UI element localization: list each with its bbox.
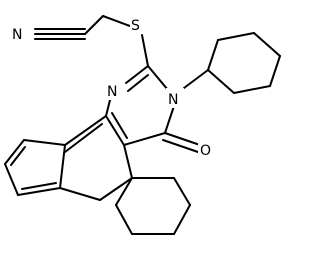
- bond-sp2-sp3: [173, 177, 191, 206]
- atom-n1: N: [107, 84, 117, 100]
- bond-c4-o: [164, 132, 201, 146]
- bond-c4-c4a: [123, 132, 166, 146]
- bond-c4a-c10b-double: [111, 112, 128, 139]
- atom-o: O: [200, 143, 211, 159]
- bond-sp6-sp1: [115, 177, 133, 206]
- label-bg-n-nitrile: [10, 25, 24, 43]
- bond-cy2-cy3: [217, 32, 255, 41]
- bond-bz1-bz2-a: [23, 139, 66, 146]
- structure-svg: N S N N O: [4, 14, 281, 235]
- molecule-drawing: N S N N O: [4, 14, 281, 235]
- label-bg-n3: [166, 88, 184, 108]
- bond-cy1-cy2: [207, 39, 219, 71]
- bond-bz1-bz2: [64, 115, 107, 146]
- bond-n3-cy: [183, 69, 209, 89]
- bond-bz-a-b-inner: [10, 146, 26, 166]
- bond-c2-n3: [147, 65, 169, 91]
- bond-sp3-sp4: [173, 204, 191, 235]
- atom-labels: N S N N O: [10, 14, 216, 159]
- bond-n3-c4: [164, 105, 175, 134]
- label-bg-s: [130, 14, 144, 34]
- bond-sp5-sp6: [115, 204, 133, 235]
- bond-s-c2: [141, 34, 149, 67]
- bond-ch2-spiro: [99, 177, 133, 201]
- bond-bz-ch2: [59, 187, 101, 201]
- label-bg-o: [198, 139, 216, 159]
- label-bg-n1: [105, 80, 121, 100]
- bond-cy3-cy4: [253, 32, 281, 57]
- bond-bz-b-c: [4, 163, 19, 196]
- bond-bz-c-d-inner: [21, 182, 57, 190]
- bond-ch2-s: [102, 15, 131, 27]
- bond-c4-o-double: [162, 139, 199, 153]
- bond-c4a-c10b: [105, 115, 125, 146]
- bond-cn-ch2: [84, 15, 104, 35]
- bond-c10b-n1: [105, 99, 111, 117]
- bond-cy5-cy6: [233, 85, 271, 94]
- bond-bz-a-b: [4, 139, 25, 165]
- atom-s: S: [131, 18, 140, 34]
- bond-n1-c2: [125, 65, 149, 84]
- bonds: [4, 15, 281, 235]
- bond-cy6-cy1: [207, 69, 235, 94]
- atom-n3: N: [168, 92, 178, 108]
- bond-bz-c-d: [17, 187, 61, 196]
- atom-n-nitrile: N: [12, 27, 22, 43]
- bond-spiro-c4a: [123, 144, 133, 179]
- bond-bz-top-inner: [64, 123, 103, 153]
- bond-cy4-cy5: [269, 55, 281, 87]
- bond-n1-c2-double: [127, 74, 149, 92]
